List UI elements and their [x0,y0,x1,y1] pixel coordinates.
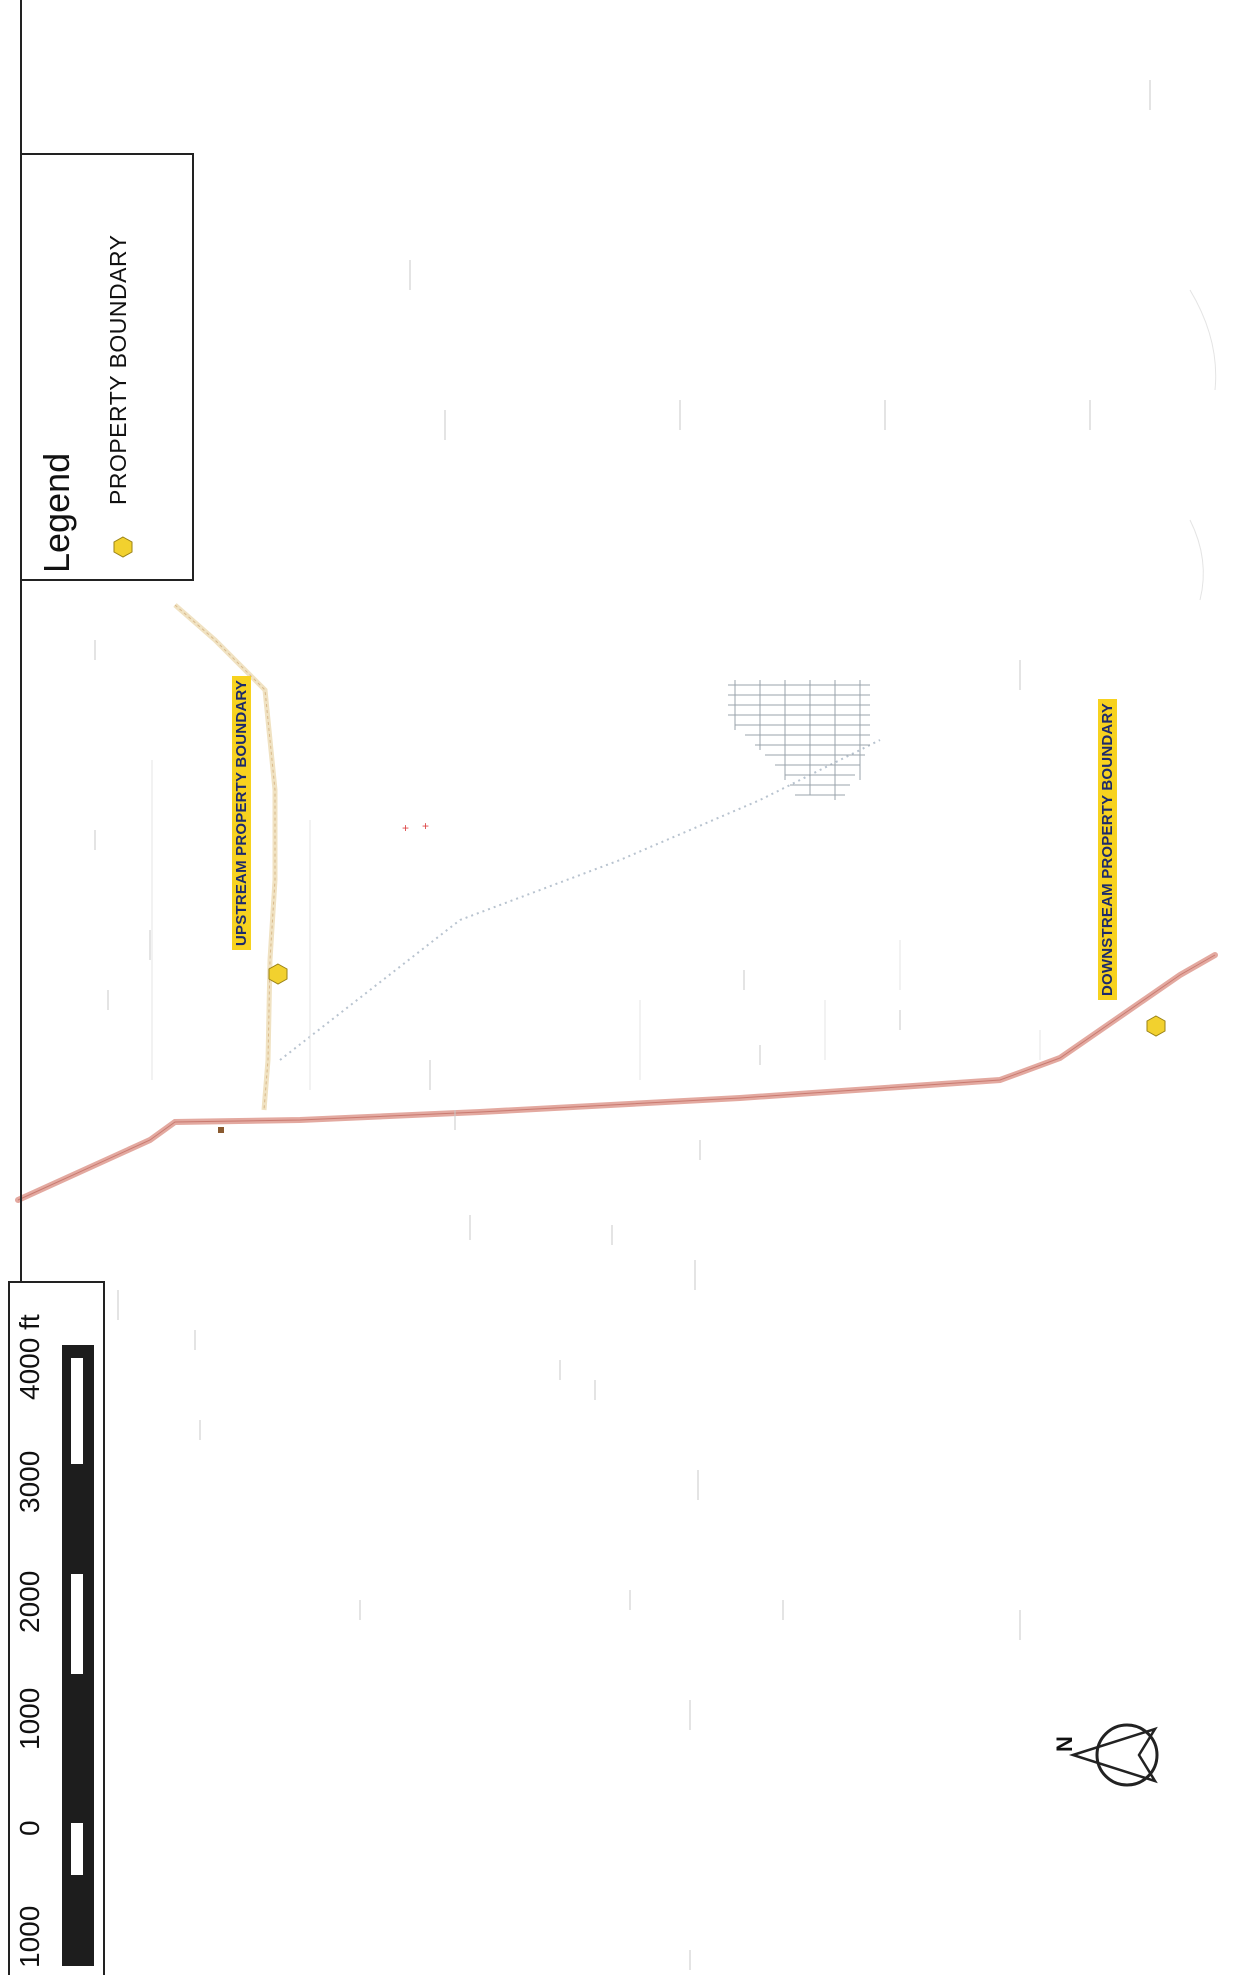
scale-bar-segment-3 [71,1823,83,1875]
upstream-road [173,603,278,1111]
scale-tick-0: 0 [14,1820,45,1836]
scale-tick-2000: 2000 [14,1570,45,1633]
main-highway-center [17,954,1216,1201]
scale-bar-segment-1 [71,1358,83,1464]
marker-plus-2: + [422,819,429,833]
scale-tick-1000: 1000 [14,1687,45,1750]
railway-line [279,739,881,1061]
legend-marker-icon [113,536,133,558]
scale-bar-segment-2 [71,1574,83,1674]
subdivision-grid [728,680,870,800]
faint-streets [151,289,1217,1090]
scale-tick-4000: 4000 ft [14,1314,45,1400]
downstream-boundary-marker [1146,1015,1166,1037]
north-letter: N [1052,1736,1077,1752]
scale-tick-3000: 3000 [14,1450,45,1513]
road-junction-marker [218,1127,224,1133]
upstream-boundary-marker [268,963,288,985]
map-frame-rule [20,0,22,1975]
marker-plus-1: + [402,821,409,835]
legend-box [20,153,194,581]
scale-tick-1000-left: 1000 [14,1905,45,1968]
north-arrow-icon [1068,1723,1159,1787]
